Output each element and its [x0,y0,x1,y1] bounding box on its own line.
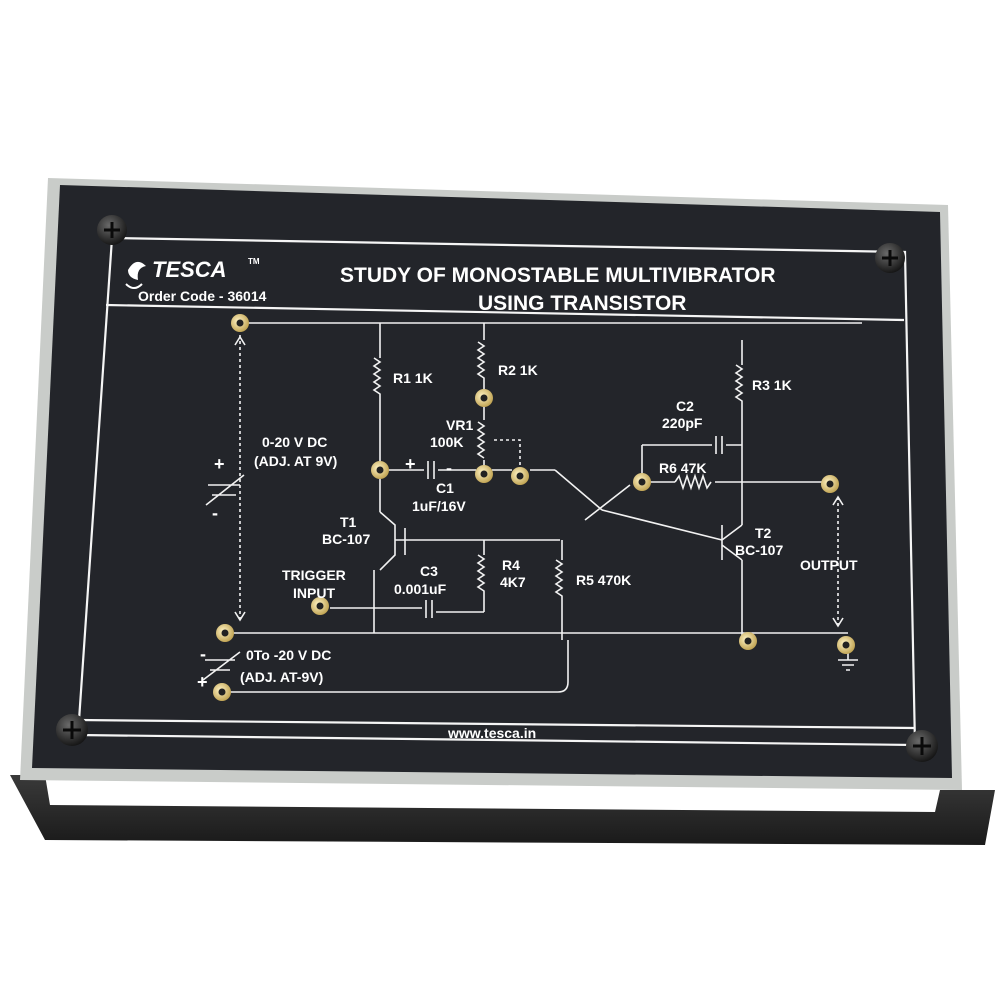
polarity-minus-bottom: - [200,644,206,664]
jack-vr1-end[interactable] [511,467,529,485]
ground-symbol [838,648,858,671]
resistor-r4-symbol [476,554,486,595]
screw-top-right [875,243,905,273]
variable-supply-positive-symbol [205,474,245,506]
circuit-wiring [202,322,862,693]
potentiometer-vr1-symbol [476,421,486,459]
label-r4-value: 4K7 [500,574,526,590]
component-labels: R1 1K R2 1K R3 1K VR1 100K C1 1uF/16V C2… [322,362,792,597]
label-c3-value: 0.001uF [394,581,447,597]
variable-supply-negative-symbol [202,651,241,681]
screw-bottom-left [56,714,88,746]
label-r2: R2 1K [498,362,538,378]
jack-supply-negative[interactable] [213,683,231,701]
label-vr1-name: VR1 [446,417,473,433]
label-r6: R6 47K [659,460,706,476]
jack-ground-output[interactable] [837,636,855,654]
tesca-logo-icon [125,261,146,289]
polarity-minus-c1: - [446,458,452,478]
label-t1-type: BC-107 [322,531,370,547]
label-trigger-line2: INPUT [293,585,335,601]
resistor-r6-symbol [674,473,712,491]
jack-r6-left[interactable] [633,473,651,491]
label-supply-pos-line2: (ADJ. AT 9V) [254,453,337,469]
order-code: Order Code - 36014 [138,288,267,304]
label-c2-name: C2 [676,398,694,414]
front-panel [32,185,952,778]
jack-t2-emitter[interactable] [739,632,757,650]
screw-top-left [97,215,127,245]
polarity-plus-bottom: + [197,672,208,692]
screws [56,215,938,762]
brand-name: TESCA [152,257,227,282]
screw-bottom-right [906,730,938,762]
jack-vr1-wiper[interactable] [475,465,493,483]
label-supply-neg-line2: (ADJ. AT-9V) [240,669,323,685]
resistor-r5-symbol [554,559,564,600]
label-trigger-line1: TRIGGER [282,567,346,583]
jack-output[interactable] [821,475,839,493]
io-labels: 0-20 V DC (ADJ. AT 9V) 0To -20 V DC (ADJ… [197,434,858,692]
polarity-plus-c1: + [405,454,416,474]
polarity-minus-top: - [212,503,218,523]
polarity-plus-top: + [214,454,225,474]
label-r5: R5 470K [576,572,631,588]
label-t2-type: BC-107 [735,542,783,558]
resistor-r1-symbol [372,357,382,398]
label-r3: R3 1K [752,377,792,393]
tesca-logo: TESCA TM [125,257,260,289]
resistor-r3-symbol [734,364,744,405]
label-c2-value: 220pF [662,415,703,431]
jack-trigger-input[interactable] [311,597,329,615]
label-r1: R1 1K [393,370,433,386]
label-vr1-value: 100K [430,434,463,450]
label-supply-neg-line1: 0To -20 V DC [246,647,331,663]
label-t1-name: T1 [340,514,357,530]
terminals [213,314,855,701]
jack-supply-positive[interactable] [371,461,389,479]
jack-r2-bottom[interactable] [475,389,493,407]
title-line-1: STUDY OF MONOSTABLE MULTIVIBRATOR [340,264,776,287]
enclosure [10,178,995,845]
label-c1-name: C1 [436,480,454,496]
jack-ground-left[interactable] [216,624,234,642]
label-output: OUTPUT [800,557,858,573]
brand-tm: TM [248,257,260,266]
label-c3-name: C3 [420,563,438,579]
resistor-r2-symbol [476,341,486,382]
jack-vcc-top[interactable] [231,314,249,332]
enclosure-front-side [10,775,995,845]
title-line-2: USING TRANSISTOR [478,292,686,315]
label-t2-name: T2 [755,525,772,541]
label-c1-value: 1uF/16V [412,498,466,514]
label-supply-pos-line1: 0-20 V DC [262,434,327,450]
website: www.tesca.in [447,725,536,741]
label-r4-name: R4 [502,557,520,573]
